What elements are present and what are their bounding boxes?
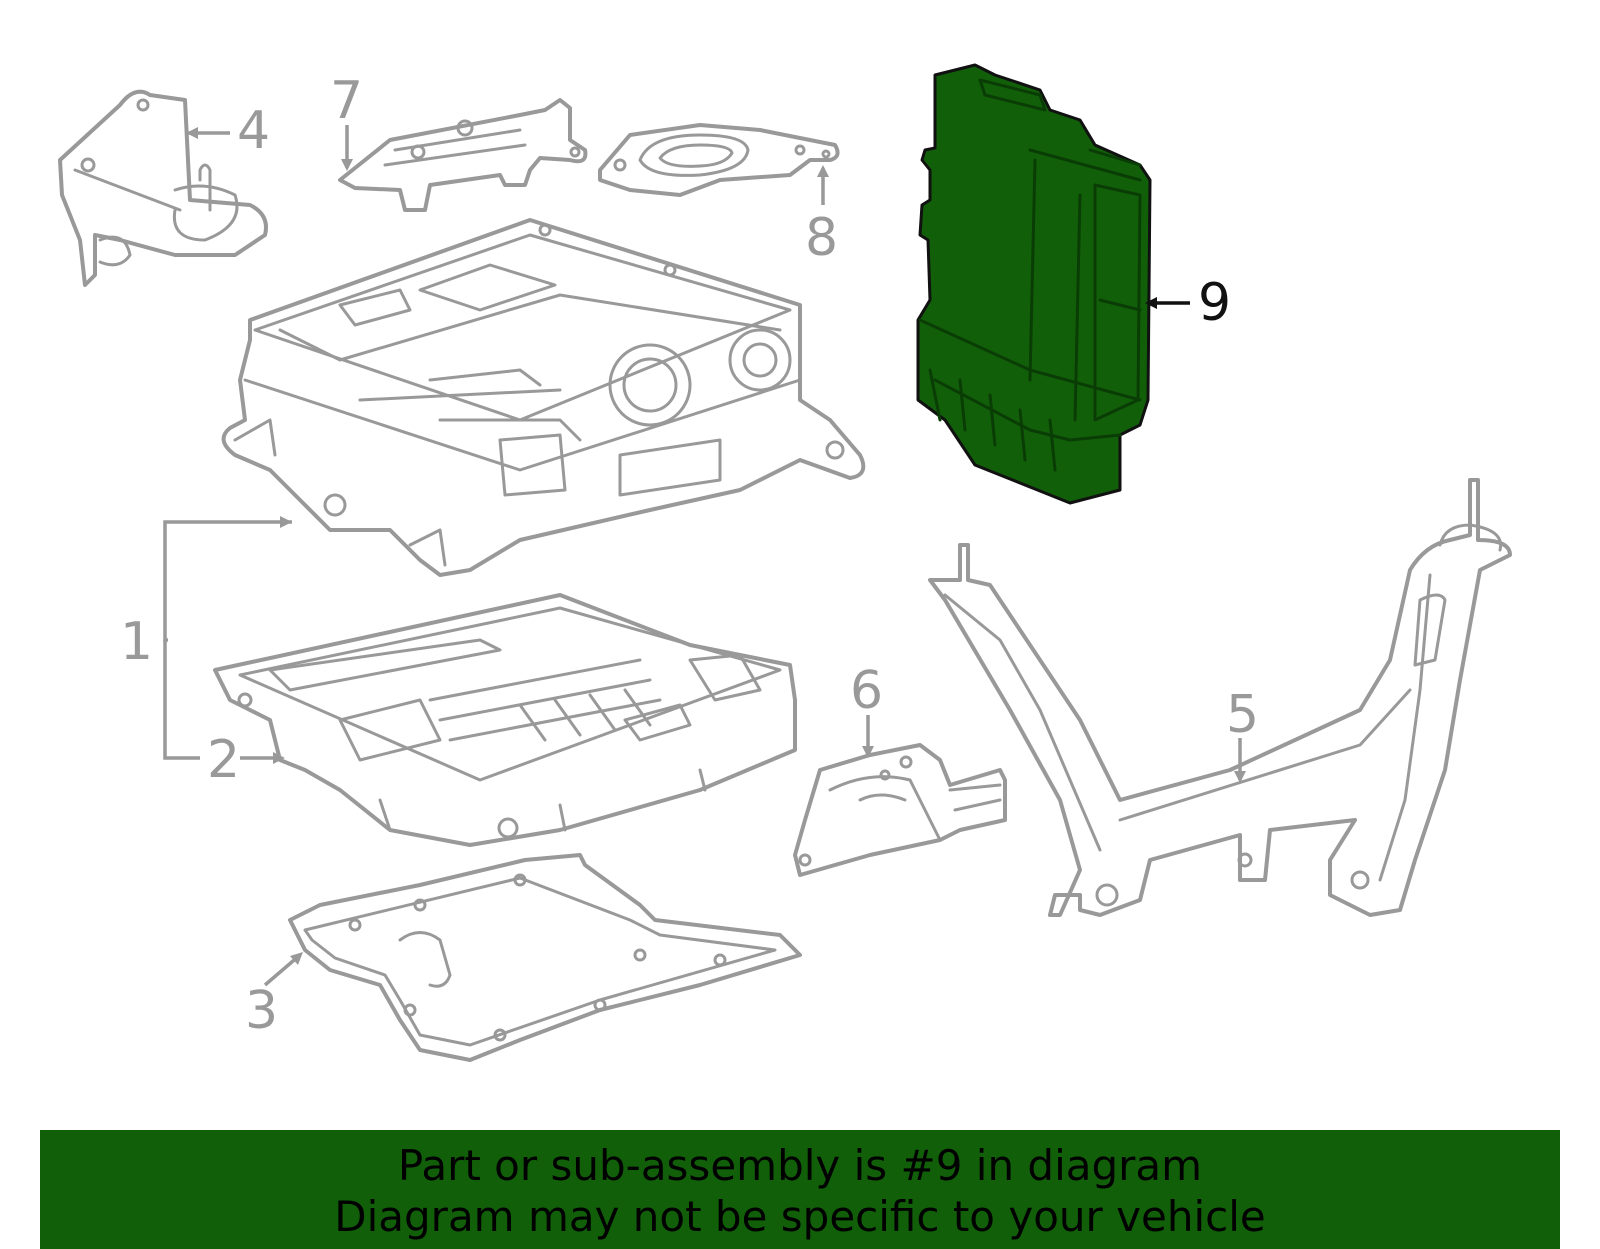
arrow-8 — [817, 165, 829, 177]
arrow-3 — [290, 952, 303, 965]
part-8-plate[interactable] — [598, 123, 840, 197]
arrow-1 — [280, 516, 292, 528]
info-banner: Part or sub-assembly is #9 in diagram Di… — [40, 1130, 1560, 1249]
callout-7[interactable]: 7 — [330, 71, 363, 131]
arrow-6 — [862, 746, 874, 758]
leader-lines — [163, 125, 1246, 987]
arrow-9 — [1145, 297, 1157, 309]
callout-4[interactable]: 4 — [237, 101, 270, 161]
callout-3[interactable]: 3 — [245, 981, 278, 1041]
part-3-gasket[interactable] — [288, 853, 802, 1062]
part-7-bracket[interactable] — [338, 98, 588, 212]
callout-2[interactable]: 2 — [207, 730, 240, 790]
arrow-2 — [273, 752, 285, 764]
callout-1[interactable]: 1 — [120, 612, 153, 672]
arrow-5 — [1234, 771, 1246, 783]
banner-line-2: Diagram may not be specific to your vehi… — [334, 1192, 1266, 1241]
part-5-frame[interactable] — [928, 478, 1512, 917]
callout-9[interactable]: 9 — [1198, 273, 1231, 333]
arrow-7 — [341, 159, 353, 171]
arrow-4 — [186, 127, 198, 139]
banner-line-1: Part or sub-assembly is #9 in diagram — [397, 1141, 1203, 1190]
leader-1-upper — [163, 520, 292, 642]
part-1-inverter-lower[interactable] — [213, 593, 797, 847]
leader-1-lower — [163, 640, 200, 760]
callouts: 1 2 3 4 5 6 7 8 9 — [120, 71, 1259, 1041]
callout-8[interactable]: 8 — [805, 208, 838, 268]
callout-5[interactable]: 5 — [1226, 685, 1259, 745]
part-9-control-module[interactable] — [916, 63, 1152, 505]
part-4-bracket[interactable] — [58, 89, 268, 287]
part-1-inverter-upper[interactable] — [221, 218, 866, 577]
part-6-bracket[interactable] — [793, 743, 1007, 877]
callout-6[interactable]: 6 — [850, 661, 883, 721]
